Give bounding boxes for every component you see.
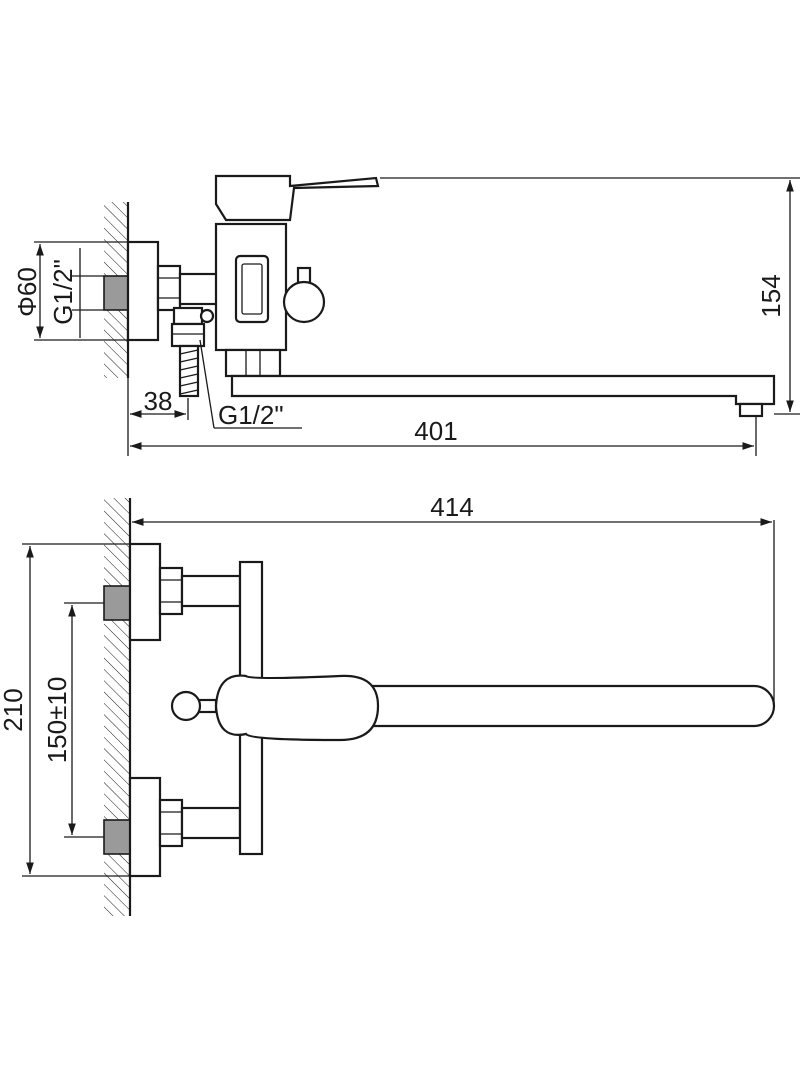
dim-connection-spacing: 150±10 [42,677,72,764]
wall-thread-lower [103,819,131,855]
side-view: 154 401 38 G1/2" Φ60 G1/2" [12,174,800,456]
dim-wall-offset: 38 [144,386,173,416]
knob-top [170,690,202,722]
spout-side [230,374,776,406]
diverter-nut [170,322,206,348]
dim-length-top: 414 [430,492,473,522]
dim-thread-upper: G1/2" [48,259,78,325]
aerator [738,402,764,418]
hex-nut-side [156,264,182,312]
dim-flange-diameter: Φ60 [12,267,42,317]
dim-thread-outlet: G1/2" [218,400,284,430]
flange-lower [128,776,162,878]
wall-thread-upper [103,585,131,621]
diverter-knob [199,308,215,324]
arm-side [178,272,220,306]
diverter-outlet [172,306,204,326]
knob-ball [282,280,326,324]
lever-handle [214,174,380,222]
dim-height-top: 210 [0,688,28,731]
hex-nut-lower [158,798,184,848]
top-view: 414 210 150±10 [0,492,776,916]
arm-upper [180,574,242,608]
body-window [234,254,270,324]
spout-top [368,684,776,728]
flange-upper [128,542,162,642]
flange-side [126,240,160,342]
arm-lower [180,806,242,840]
dim-length-side: 401 [414,416,457,446]
lever-oval-top [214,674,380,742]
dim-height-side: 154 [756,274,786,317]
hex-nut-upper [158,566,184,616]
bottom-nut [224,348,282,378]
